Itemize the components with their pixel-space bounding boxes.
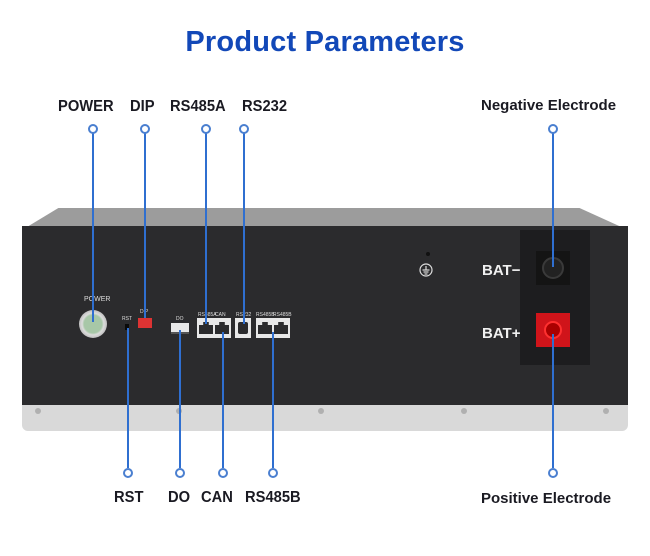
label-rs485a: RS485A — [170, 98, 226, 115]
callout-line-positive — [552, 334, 554, 468]
label-dip: DIP — [130, 98, 155, 115]
callout-dot-rs485a — [201, 124, 211, 134]
callout-line-can — [222, 332, 224, 468]
panel-label-rs485a: RS485A — [198, 312, 217, 318]
rs485a-port[interactable] — [199, 322, 213, 334]
callout-line-rs485a — [205, 132, 207, 324]
callout-line-negative — [552, 132, 554, 267]
panel-label-do: DO — [176, 316, 184, 322]
chassis-base — [22, 405, 628, 431]
callout-line-do — [179, 330, 181, 468]
callout-dot-power — [88, 124, 98, 134]
callout-line-rst — [127, 328, 129, 468]
callout-line-dip — [144, 132, 146, 318]
panel-label-power: POWER — [84, 296, 111, 303]
rs485a-can-port-block — [197, 318, 231, 338]
screw-icon — [461, 408, 467, 414]
callout-dot-rs485b — [268, 468, 278, 478]
callout-dot-can — [218, 468, 228, 478]
ground-screw — [426, 252, 430, 256]
callout-dot-dip — [140, 124, 150, 134]
label-do: DO — [168, 489, 191, 506]
label-power: POWER — [58, 98, 114, 115]
screw-icon — [318, 408, 324, 414]
label-rs485b: RS485B — [245, 489, 301, 506]
rs485b-port-block — [256, 318, 290, 338]
label-rst: RST — [114, 489, 144, 506]
can-port[interactable] — [215, 322, 229, 334]
rs485b-port-2[interactable] — [274, 322, 288, 334]
callout-dot-rst — [123, 468, 133, 478]
label-negative-electrode: Negative Electrode — [481, 97, 617, 114]
panel-label-can: CAN — [215, 312, 226, 318]
callout-dot-do — [175, 468, 185, 478]
panel-label-bat-minus: BAT− — [482, 262, 521, 279]
page-title: Product Parameters — [185, 26, 465, 58]
label-can: CAN — [201, 489, 233, 506]
panel-label-bat-plus: BAT+ — [482, 325, 521, 342]
screw-icon — [35, 408, 41, 414]
rs485b-port-1[interactable] — [258, 322, 272, 334]
dip-switch[interactable] — [138, 318, 152, 328]
callout-dot-positive — [548, 468, 558, 478]
rs232-port-block — [235, 318, 251, 338]
callout-dot-negative — [548, 124, 558, 134]
rs232-port[interactable] — [238, 322, 248, 334]
callout-dot-rs232 — [239, 124, 249, 134]
chassis-top — [22, 208, 628, 230]
panel-label-rst: RST — [122, 316, 132, 322]
label-rs232: RS232 — [242, 98, 288, 115]
callout-line-rs485b — [272, 332, 274, 468]
panel-label-rs485b-2: RS485B — [273, 312, 292, 318]
callout-line-rs232 — [243, 132, 245, 324]
label-positive-electrode: Positive Electrode — [481, 490, 612, 507]
reset-button[interactable] — [125, 324, 129, 330]
screw-icon — [603, 408, 609, 414]
panel-label-rs485b-1: RS485B — [256, 312, 275, 318]
ground-icon — [419, 263, 433, 277]
callout-line-power — [92, 132, 94, 322]
